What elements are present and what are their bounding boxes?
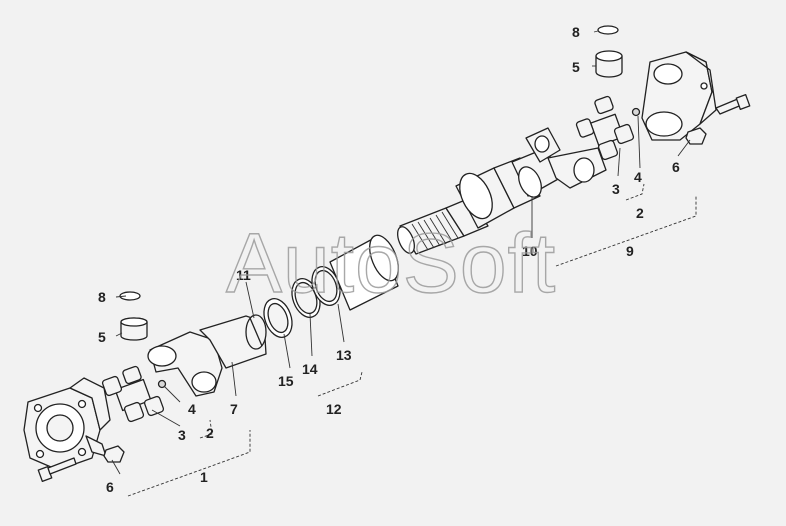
callout-12: 12	[326, 401, 342, 417]
callout-labels: 1 2 2 3 3 4 4 5 5 6 6 7 8 8 9 10 11 12 1…	[98, 24, 680, 495]
callout-2-left: 2	[206, 425, 214, 441]
nut-left	[103, 445, 125, 463]
flange-yoke-right	[641, 51, 717, 141]
flange-yoke-left	[23, 377, 111, 471]
callout-14: 14	[302, 361, 318, 377]
grease-fitting-left	[157, 379, 167, 389]
callout-1: 1	[200, 469, 208, 485]
callout-10: 10	[522, 243, 538, 259]
callout-13: 13	[336, 347, 352, 363]
callout-11: 11	[236, 267, 251, 283]
snap-ring-left	[119, 291, 141, 301]
grease-fitting-right	[631, 107, 641, 117]
leader-lines	[111, 30, 691, 475]
watermark: AutoSoft	[226, 216, 556, 310]
callout-6-left: 6	[106, 479, 114, 495]
slip-yoke	[147, 314, 267, 397]
bolt-left	[37, 457, 77, 482]
callout-8-left: 8	[98, 289, 106, 305]
callout-9: 9	[626, 243, 634, 259]
callout-5-right: 5	[572, 59, 580, 75]
callout-3-left: 3	[178, 427, 186, 443]
bearing-cup-left	[120, 317, 148, 341]
seal-ring-13	[311, 266, 341, 306]
callout-8-right: 8	[572, 24, 580, 40]
callout-4-left: 4	[188, 401, 196, 417]
tube-yoke	[511, 127, 607, 198]
callout-5-left: 5	[98, 329, 106, 345]
callout-4-right: 4	[634, 169, 642, 185]
protective-tube	[329, 234, 399, 311]
cross-spider-right	[575, 95, 635, 161]
assembly-braces	[127, 183, 697, 497]
cross-spider-left	[101, 365, 165, 423]
nut-right	[685, 127, 707, 145]
callout-15: 15	[278, 373, 294, 389]
callout-6-right: 6	[672, 159, 680, 175]
bearing-cup-right	[595, 50, 623, 78]
callout-7: 7	[230, 401, 238, 417]
callout-2-right: 2	[636, 205, 644, 221]
bolt-right	[715, 94, 751, 115]
snap-ring-right	[597, 25, 619, 35]
callout-3-right: 3	[612, 181, 620, 197]
